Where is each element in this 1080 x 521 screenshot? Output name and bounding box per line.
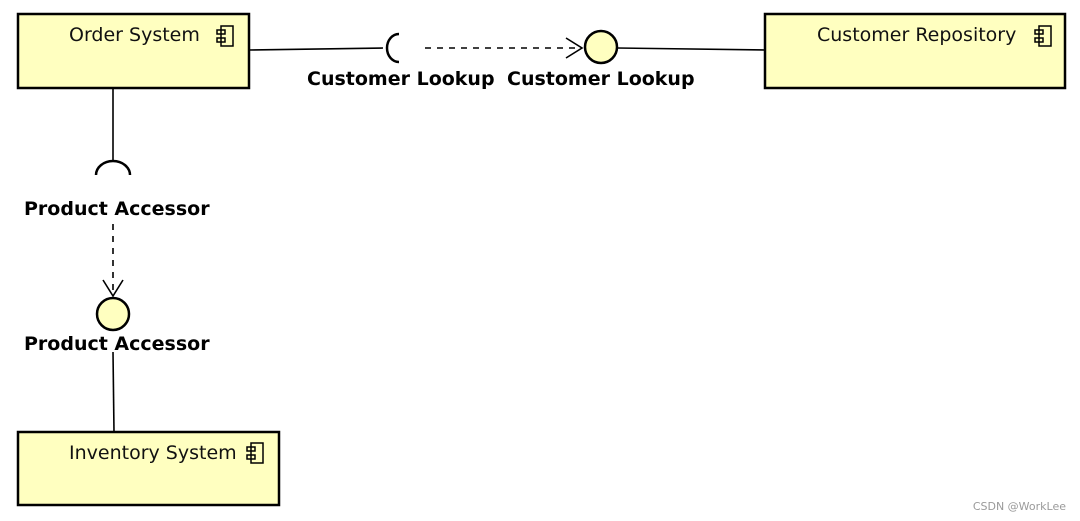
product-accessor-provided-label: Product Accessor bbox=[24, 333, 210, 355]
customer-lookup-socket bbox=[385, 32, 400, 64]
order-to-customer-lookup-line bbox=[248, 47, 384, 51]
product-accessor-arrowhead bbox=[102, 279, 124, 298]
component-name: Order System bbox=[69, 24, 200, 46]
component-customer-repository[interactable]: Customer Repository bbox=[763, 12, 1067, 90]
customer-lookup-required-label: Customer Lookup bbox=[307, 68, 495, 90]
watermark: CSDN @WorkLee bbox=[972, 500, 1066, 513]
product-accessor-required-label: Product Accessor bbox=[24, 198, 210, 220]
customer-repository-to-lookup-line bbox=[616, 47, 766, 51]
customer-lookup-ball bbox=[583, 29, 619, 65]
product-accessor-ball bbox=[95, 296, 131, 332]
inventory-to-product-accessor-line bbox=[112, 351, 115, 433]
customer-lookup-provided-label: Customer Lookup bbox=[507, 68, 695, 90]
component-name: Inventory System bbox=[69, 442, 237, 464]
component-name: Customer Repository bbox=[817, 24, 1016, 46]
component-inventory-system[interactable]: Inventory System bbox=[16, 430, 281, 507]
customer-lookup-arrowhead bbox=[565, 37, 584, 59]
component-order-system[interactable]: Order System bbox=[16, 12, 251, 90]
product-accessor-socket bbox=[94, 159, 132, 176]
